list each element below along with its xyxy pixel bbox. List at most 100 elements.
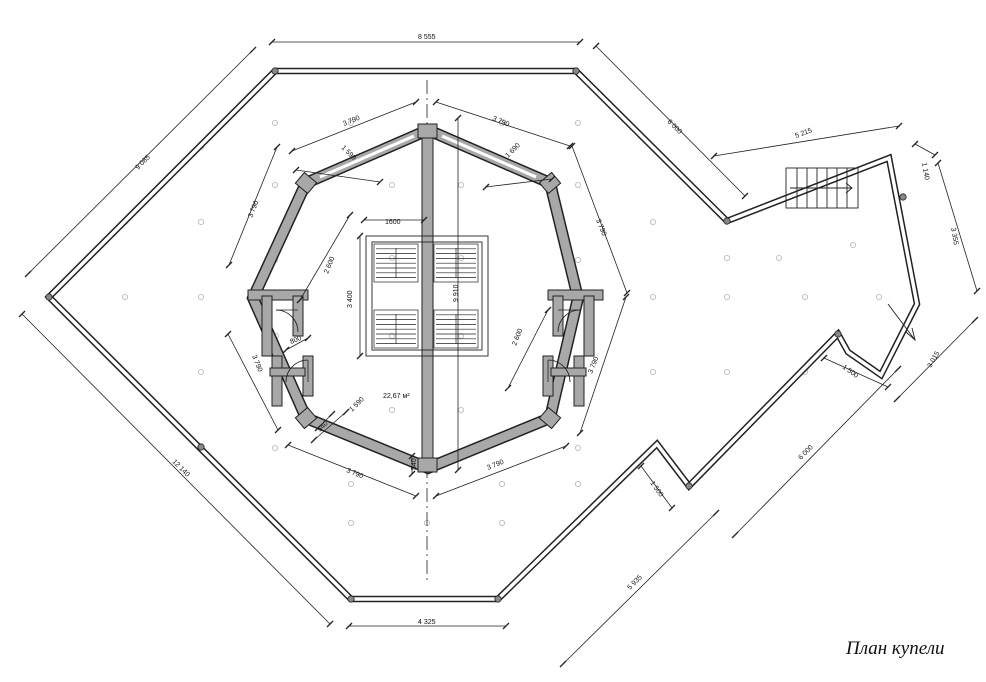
dimension-tick <box>820 354 828 362</box>
dimension-tick <box>562 442 570 450</box>
dim-inner-bottom-left: 1 590 <box>348 396 365 413</box>
dimension-labels: 8 555 9 085 6 000 5 215 1 140 3 355 3 01… <box>134 34 959 626</box>
grid-dot <box>388 181 395 188</box>
dimension-tick <box>292 166 300 174</box>
dimension-tick <box>284 441 292 449</box>
dimension-line <box>228 146 278 266</box>
dimension-line <box>571 145 628 294</box>
dimension-tick <box>225 261 233 269</box>
grid-dot <box>575 480 582 487</box>
grid-dot <box>197 368 204 375</box>
stair-flight <box>433 309 479 349</box>
dim-bottom-overall: 4 325 <box>418 619 436 626</box>
dimension-tick <box>408 470 416 478</box>
dim-pool-height: 3 400 <box>347 290 354 308</box>
grid-dot <box>388 406 395 413</box>
dim-oct-upper-left: 3 790 <box>247 200 260 219</box>
dimension-line <box>227 333 279 431</box>
grid-dot <box>724 254 731 261</box>
grid-dot <box>457 254 464 261</box>
grid-dot <box>197 293 204 300</box>
grid-dot <box>271 120 278 127</box>
dimension-tick <box>328 410 336 418</box>
dimension-tick <box>296 296 304 304</box>
dimension-tick <box>973 287 981 295</box>
grid-dot <box>457 406 464 413</box>
dimension-line <box>713 125 900 157</box>
dim-step-bottom: 1 500 <box>648 480 664 498</box>
dimension-line <box>896 319 976 400</box>
dimension-tick <box>568 142 576 150</box>
grid-dot <box>347 480 354 487</box>
dimension-tick <box>544 306 552 314</box>
dimension-tick <box>346 211 354 219</box>
dimension-tick <box>18 310 26 318</box>
dimension-tick <box>412 492 420 500</box>
dim-step-right: 1 500 <box>841 364 859 380</box>
grid-dot <box>271 181 278 188</box>
grid-dot <box>347 520 354 527</box>
dimension-tick <box>548 175 556 183</box>
dimension-tick <box>504 384 512 392</box>
grid-dot <box>197 218 204 225</box>
dimension-tick <box>268 38 276 46</box>
dimension-line <box>507 309 549 389</box>
grid-dot <box>347 120 354 127</box>
dim-small-bottom: 540 <box>411 458 418 470</box>
grid-dot <box>650 218 657 225</box>
dimension-line <box>640 465 673 509</box>
dimension-line <box>285 337 309 351</box>
dimension-tick <box>911 140 919 148</box>
dimension-tick <box>884 383 892 391</box>
dimension-tick <box>482 183 490 191</box>
outer-wall-posts <box>45 67 907 603</box>
grid-dot <box>650 368 657 375</box>
dim-lower-left-diagonal: 12 140 <box>171 458 191 478</box>
dimension-tick <box>342 408 350 416</box>
dim-right-short: 1 140 <box>920 162 930 181</box>
stair-flight <box>373 309 419 349</box>
dimension-line <box>291 101 417 152</box>
dim-right-lower: 3 015 <box>927 350 942 369</box>
dimension-line <box>595 45 746 197</box>
dimension-tick <box>894 365 902 373</box>
dim-upper-left-diagonal: 9 085 <box>134 154 151 171</box>
outer-terrace-wall <box>44 67 921 603</box>
room-area-label: 22,67 м² <box>383 393 410 400</box>
dim-right-vertical: 3 355 <box>949 227 959 246</box>
dimension-line <box>734 368 899 536</box>
left-door-swings <box>275 309 309 383</box>
dimension-tick <box>314 424 322 432</box>
dimension-tick <box>356 232 364 240</box>
dimension-tick <box>432 492 440 500</box>
dimension-tick <box>274 426 282 434</box>
grid-dot <box>876 293 883 300</box>
dim-oct-upper-right: 3 790 <box>594 218 607 237</box>
grid-dot <box>575 181 582 188</box>
dimension-tick <box>934 159 942 167</box>
dimension-tick <box>356 352 364 360</box>
dim-oct-lower-right: 3 790 <box>587 356 600 375</box>
dimension-tick <box>741 192 749 200</box>
plan-title: План купели <box>845 638 944 659</box>
dimension-line <box>435 101 571 147</box>
dimension-tick <box>712 509 720 517</box>
dimension-lines <box>18 38 981 668</box>
dim-pool-width: 1600 <box>385 219 401 226</box>
grid-dot <box>724 368 731 375</box>
dimension-tick <box>893 395 901 403</box>
dimension-tick <box>224 330 232 338</box>
dim-overall-vertical: 9 910 <box>453 284 460 302</box>
grid-dot <box>498 480 505 487</box>
dimension-tick <box>288 147 296 155</box>
grid-dot <box>457 181 464 188</box>
dimension-tick <box>576 38 584 46</box>
dimension-tick <box>710 152 718 160</box>
grid-dot <box>575 444 582 451</box>
grid-dot <box>122 293 129 300</box>
dimension-tick <box>592 42 600 50</box>
grid-dot <box>724 293 731 300</box>
plunge-pool <box>365 235 489 357</box>
dimension-tick <box>304 334 312 342</box>
dimension-tick <box>249 46 257 54</box>
